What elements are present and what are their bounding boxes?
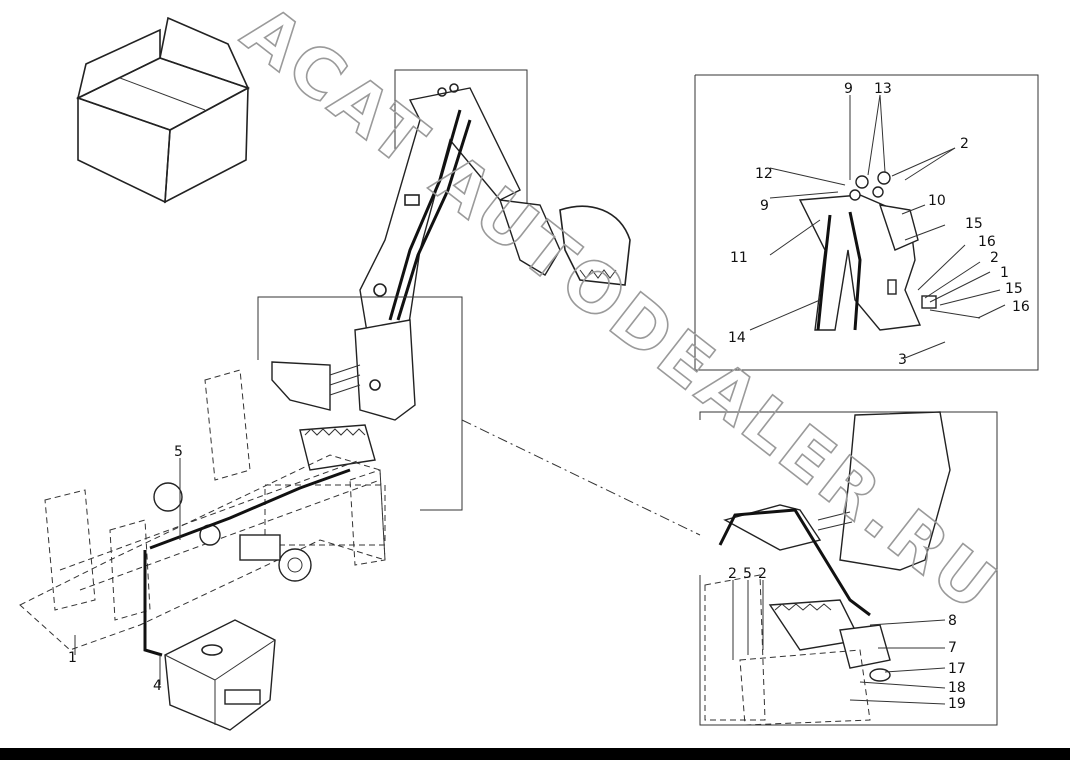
- detail-a-leaders: [749, 94, 1006, 359]
- callout-18: 18: [948, 680, 966, 696]
- detail-b-assembly: [704, 411, 951, 726]
- callout-16-lower: 16: [1012, 299, 1030, 315]
- callout-13: 13: [874, 81, 892, 97]
- callout-15-lower: 15: [1005, 281, 1023, 297]
- callout-9-mid: 9: [760, 198, 769, 214]
- main-leaders: [74, 458, 181, 685]
- callout-8: 8: [948, 613, 957, 629]
- callout-15-upper: 15: [965, 216, 983, 232]
- backhoe-boom: [354, 83, 631, 421]
- callout-3: 3: [898, 352, 907, 368]
- callout-19: 19: [948, 696, 966, 712]
- package-box-icon: [75, 16, 250, 204]
- tractor-chassis: [19, 369, 386, 657]
- callout-2-top: 2: [960, 136, 969, 152]
- callout-11: 11: [730, 250, 748, 266]
- callout-2-right: 2: [990, 250, 999, 266]
- callout-5-b: 5: [743, 566, 752, 582]
- callout-2-b-left: 2: [728, 566, 737, 582]
- callout-17: 17: [948, 661, 966, 677]
- boom-top-detail-frame: [394, 69, 528, 225]
- callout-10: 10: [928, 193, 946, 209]
- callout-1-right: 1: [1000, 265, 1009, 281]
- callout-16-upper: 16: [978, 234, 996, 250]
- hydraulic-tank: [164, 619, 276, 731]
- detail-b-leaders: [732, 580, 946, 705]
- callout-7: 7: [948, 640, 957, 656]
- valve-detail-frame: [257, 296, 463, 511]
- callout-14: 14: [728, 330, 746, 346]
- callout-4: 4: [153, 678, 162, 694]
- callout-9-top: 9: [844, 81, 853, 97]
- detail-b-frame: [699, 411, 998, 726]
- detail-a-boom-top: [798, 171, 981, 331]
- callout-2-b-right: 2: [758, 566, 767, 582]
- detail-a-frame: [694, 74, 1039, 371]
- detail-connector-line: [461, 419, 701, 536]
- callout-5-main: 5: [174, 444, 183, 460]
- callout-12: 12: [755, 166, 773, 182]
- callout-1-main: 1: [68, 650, 77, 666]
- valve-mount: [271, 361, 376, 471]
- bottom-border-bar: [0, 748, 1070, 760]
